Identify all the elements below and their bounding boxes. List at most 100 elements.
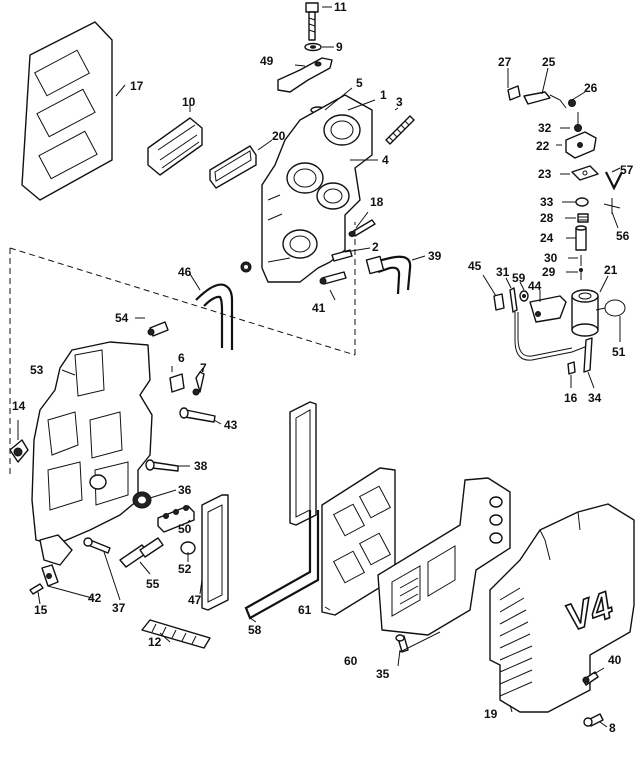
callout-58: 58 xyxy=(248,623,262,637)
callout-29: 29 xyxy=(542,265,556,279)
callout-31: 31 xyxy=(496,265,510,279)
callout-labels: 11 9 49 5 1 3 4 17 10 20 18 2 39 41 46 5… xyxy=(12,0,634,735)
terminal-part-16 xyxy=(567,361,576,375)
screw-part-32 xyxy=(574,112,582,132)
callout-19: 19 xyxy=(484,707,498,721)
callout-23: 23 xyxy=(538,167,552,181)
callout-5: 5 xyxy=(356,76,363,90)
callout-60: 60 xyxy=(344,654,358,668)
callout-43: 43 xyxy=(224,418,238,432)
callout-61: 61 xyxy=(298,603,312,617)
cap-part-22 xyxy=(565,131,597,159)
screw-part-15 xyxy=(29,583,44,595)
grommet-part-36 xyxy=(132,491,152,509)
washer-part-59 xyxy=(519,290,529,302)
callout-24: 24 xyxy=(540,231,554,245)
callout-22: 22 xyxy=(536,139,550,153)
plunger-part-24 xyxy=(575,225,587,251)
callout-41: 41 xyxy=(312,301,326,315)
callout-10: 10 xyxy=(182,95,196,109)
spring-part-3 xyxy=(385,115,415,145)
callout-16: 16 xyxy=(564,391,578,405)
callout-32: 32 xyxy=(538,121,552,135)
reed-block-part-10 xyxy=(147,117,203,176)
callout-3: 3 xyxy=(396,95,403,109)
spring-part-33 xyxy=(575,197,589,207)
callout-44: 44 xyxy=(528,279,542,293)
callout-49: 49 xyxy=(260,54,274,68)
callout-46: 46 xyxy=(178,265,192,279)
screw-part-18 xyxy=(348,219,376,237)
hose-part-46 xyxy=(195,283,234,350)
callout-28: 28 xyxy=(540,211,554,225)
valve-part-25 xyxy=(523,91,567,109)
callout-21: 21 xyxy=(604,263,618,277)
clip-part-6 xyxy=(169,373,185,393)
callout-14: 14 xyxy=(12,399,26,413)
fitting-part-2 xyxy=(331,249,353,262)
terminal-part-34 xyxy=(583,337,593,373)
pin-part-29 xyxy=(579,268,583,280)
callout-47: 47 xyxy=(188,593,202,607)
fitting-part-54 xyxy=(147,321,169,337)
callout-54: 54 xyxy=(115,311,129,325)
leader-lines xyxy=(17,6,621,728)
callout-25: 25 xyxy=(542,55,556,69)
callout-52: 52 xyxy=(178,562,192,576)
callout-33: 33 xyxy=(540,195,554,209)
callout-35: 35 xyxy=(376,667,390,681)
callout-7: 7 xyxy=(200,361,207,375)
connector-part-27 xyxy=(507,85,521,101)
callout-37: 37 xyxy=(112,601,126,615)
callout-50: 50 xyxy=(178,522,192,536)
callout-8: 8 xyxy=(609,721,616,735)
screw-part-43 xyxy=(179,407,216,423)
callout-53: 53 xyxy=(30,363,44,377)
callout-6: 6 xyxy=(178,351,185,365)
callout-39: 39 xyxy=(428,249,442,263)
wire-harness xyxy=(514,312,591,361)
callout-56: 56 xyxy=(616,229,630,243)
callout-20: 20 xyxy=(272,129,286,143)
callout-40: 40 xyxy=(608,653,622,667)
bracket-part-49 xyxy=(277,57,333,93)
alignment-line xyxy=(9,222,356,475)
spring-part-28 xyxy=(577,213,589,223)
fitting-part-56 xyxy=(603,198,621,214)
callout-12: 12 xyxy=(148,635,162,649)
hose-part-39 xyxy=(365,255,412,295)
callout-42: 42 xyxy=(88,591,102,605)
solenoid-part-21 xyxy=(571,289,599,337)
callout-45: 45 xyxy=(468,259,482,273)
callout-34: 34 xyxy=(588,391,602,405)
screw-part-11 xyxy=(305,2,319,41)
screw-part-40 xyxy=(582,671,599,686)
callout-59: 59 xyxy=(512,271,526,285)
callout-15: 15 xyxy=(34,603,48,617)
hose-part-57 xyxy=(605,171,623,191)
gasket-part-47 xyxy=(201,494,229,611)
callout-4: 4 xyxy=(382,153,389,167)
tube-part-55 xyxy=(119,537,164,568)
callout-26: 26 xyxy=(584,81,598,95)
bracket-part-42 xyxy=(41,564,59,587)
washer-part-9 xyxy=(304,42,322,52)
screw-part-41 xyxy=(319,271,347,285)
callout-27: 27 xyxy=(498,55,512,69)
callout-55: 55 xyxy=(146,577,160,591)
screw-part-7 xyxy=(192,371,205,396)
gasket-strip xyxy=(289,401,317,526)
callout-17: 17 xyxy=(130,79,144,93)
callout-30: 30 xyxy=(544,251,558,265)
callout-38: 38 xyxy=(194,459,208,473)
screw-part-37 xyxy=(83,537,111,554)
screw-part-35 xyxy=(395,634,409,653)
tube-part-12 xyxy=(141,619,211,649)
screw-part-38 xyxy=(145,459,179,472)
cover-part-19: V4 xyxy=(489,503,635,713)
screw-part-45 xyxy=(493,293,505,311)
plug-part-14 xyxy=(9,439,29,463)
gasket-part-61 xyxy=(321,467,396,616)
bracket-part-44 xyxy=(529,295,567,323)
